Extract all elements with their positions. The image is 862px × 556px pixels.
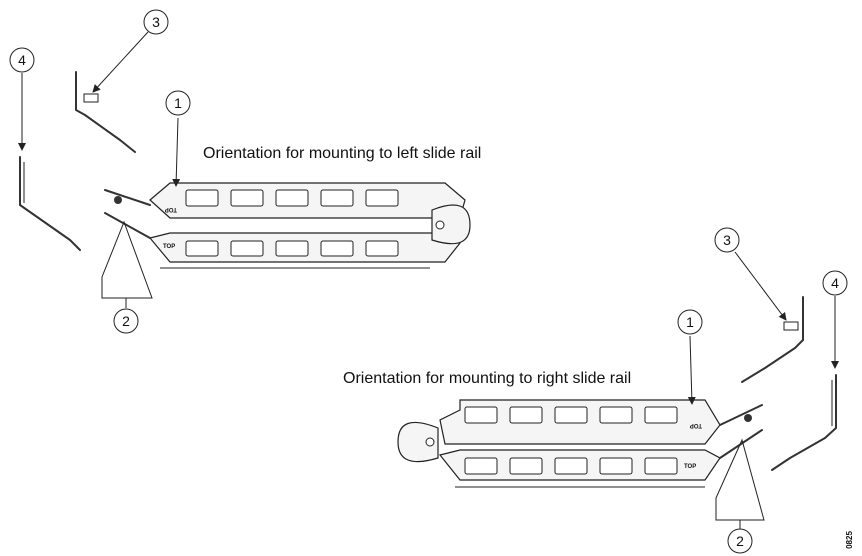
left-upper-slot-3 xyxy=(275,189,309,207)
left-callout-4-number: 4 xyxy=(18,52,26,68)
right-callout-2-number: 2 xyxy=(736,533,744,549)
left-lower-slot-2 xyxy=(230,240,264,257)
right-bracket-4 xyxy=(771,374,837,471)
left-lower-slot-1 xyxy=(185,240,219,257)
left-callout-3-number: 3 xyxy=(152,14,160,30)
right-lower-slot-3 xyxy=(554,457,588,475)
right-caption: Orientation for mounting to right slide … xyxy=(343,370,631,387)
figure-number: 0825 xyxy=(845,531,854,549)
right-bracket-3 xyxy=(741,296,804,383)
right-lower-slot-5 xyxy=(644,457,678,475)
left-upper-rail-label: TOP xyxy=(165,206,177,212)
left-hinge-pin xyxy=(435,220,445,230)
left-bracket-3-clip xyxy=(83,93,99,103)
right-callout-4: 4 xyxy=(822,270,848,369)
right-lower-rail-label: TOP xyxy=(684,464,696,470)
right-bracket-3-clip xyxy=(783,321,799,331)
left-upper-slot-2 xyxy=(230,189,264,207)
left-bracket-4 xyxy=(19,156,81,251)
left-lower-slot-4 xyxy=(320,240,354,257)
right-upper-slot-5 xyxy=(644,406,678,424)
right-lower-slot-4 xyxy=(599,457,633,475)
right-assembly: Orientation for mounting to right slide … xyxy=(343,227,848,554)
right-hinge-pin xyxy=(425,437,435,447)
right-lower-slot-2 xyxy=(509,457,543,475)
left-upper-slot-4 xyxy=(320,189,354,207)
left-caption: Orientation for mounting to left slide r… xyxy=(203,145,481,162)
right-upper-slot-4 xyxy=(599,406,633,424)
left-lower-rail-label: TOP xyxy=(163,244,175,250)
right-hinge-end xyxy=(397,421,439,463)
left-upper-slot-5 xyxy=(365,189,399,207)
left-attach-pin xyxy=(114,196,122,204)
left-callout-2-number: 2 xyxy=(122,313,130,329)
left-lower-slot-3 xyxy=(275,240,309,257)
left-assembly: TOP TOP 1 3 4 xyxy=(9,9,481,334)
left-callout-3: 3 xyxy=(92,9,169,93)
left-hinge-end xyxy=(431,204,471,245)
left-upper-slot-1 xyxy=(185,189,219,207)
left-callout-1: 1 xyxy=(165,90,191,187)
left-bracket-3 xyxy=(75,71,136,153)
right-callout-3: 3 xyxy=(714,227,787,321)
left-callout-4: 4 xyxy=(9,47,35,151)
right-callout-2: 2 xyxy=(715,438,765,554)
right-upper-slot-1 xyxy=(464,406,498,424)
right-callout-1-number: 1 xyxy=(686,314,694,330)
right-attach-pin xyxy=(744,414,752,422)
right-upper-rail-label: TOP xyxy=(690,422,702,428)
left-attach-tabs xyxy=(104,189,151,239)
right-upper-slot-2 xyxy=(509,406,543,424)
right-callout-3-number: 3 xyxy=(723,232,731,248)
right-callout-4-number: 4 xyxy=(831,275,839,291)
left-callout-2: 2 xyxy=(101,220,153,334)
right-callout-1: 1 xyxy=(677,309,703,405)
right-upper-slot-3 xyxy=(554,406,588,424)
right-attach-tabs xyxy=(719,404,763,459)
left-callout-1-number: 1 xyxy=(174,95,182,111)
right-lower-slot-1 xyxy=(464,457,498,475)
left-lower-slot-5 xyxy=(365,240,399,257)
